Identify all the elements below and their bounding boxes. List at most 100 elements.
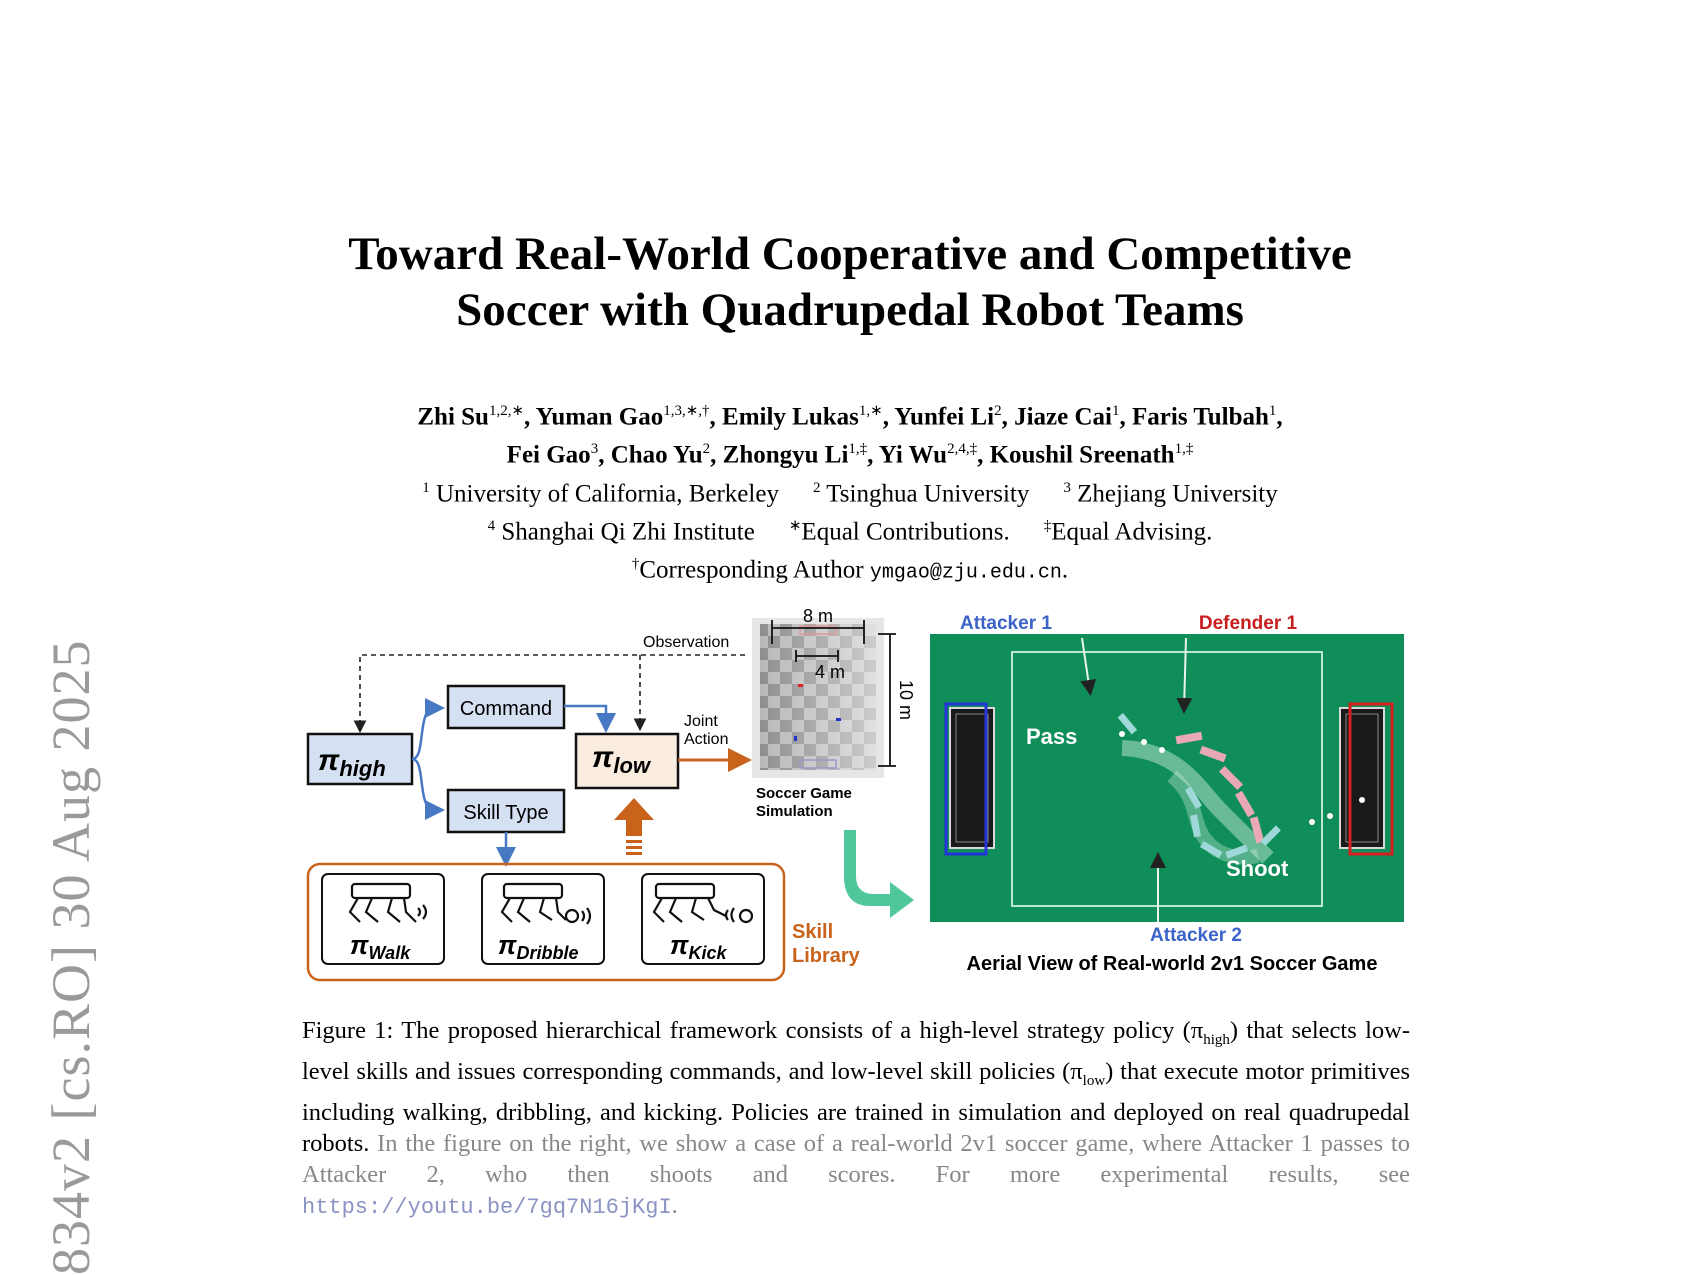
caption-pi-low: π: [1070, 1057, 1083, 1085]
kick-pi: π: [670, 930, 689, 960]
affiliation-mark: ‡: [1043, 517, 1052, 534]
affiliation-line-2: 4 Shanghai Qi Zhi Institute ∗Equal Contri…: [250, 510, 1450, 548]
author-separator: ,: [1001, 403, 1015, 431]
aerial-field: Attacker 1 Defender 1 Pass Shoot Attacke…: [930, 613, 1404, 975]
caption-text-faded: In the figure on the right, we show a ca…: [302, 1129, 1410, 1188]
simulation-field: 8 m 4 m 10 m Soccer Game Simulation: [752, 606, 916, 820]
arxiv-identifier: 834v2 [cs.RO] 30 Aug 2025: [41, 639, 101, 1275]
author-separator: ,: [710, 441, 723, 469]
caption-text-3: ) that execute motor primitives includin…: [302, 1057, 1411, 1157]
affiliation-text: University of California, Berkeley: [429, 479, 779, 507]
caption-text-1: The proposed hierarchical framework cons…: [393, 1017, 1191, 1044]
attacker2-label: Attacker 2: [1150, 925, 1242, 946]
attacker2-callout: Attacker 2: [1150, 852, 1242, 946]
skill-to-policy-arrow: [614, 798, 654, 855]
corresponding-mark: †: [631, 556, 640, 573]
dim-4m-label: 4 m: [815, 662, 845, 682]
shoot-label: Shoot: [1226, 856, 1289, 881]
affiliation-text: Shanghai Qi Zhi Institute: [495, 518, 755, 546]
dribble-pi: π: [498, 930, 517, 960]
affiliation-mark: 3: [1063, 479, 1071, 496]
pi-high-box: πhigh: [306, 732, 414, 786]
dim-10m-label: 10 m: [896, 680, 916, 720]
figure-1: Observation πhigh Command Skill Type πlo…: [306, 606, 1404, 982]
svg-text:πlow: πlow: [592, 741, 652, 778]
author-separator: ,: [867, 441, 879, 469]
robot-dribble-icon: [500, 882, 592, 925]
skill-type-box: Skill Type: [446, 788, 566, 834]
skill-library-label-2: Library: [792, 945, 861, 967]
author-name: Chao Yu: [610, 441, 703, 469]
affiliation-mark: ∗: [788, 517, 802, 534]
author-name: Yuman Gao: [535, 403, 664, 431]
defender1-callout: Defender 1: [1176, 613, 1298, 714]
author-line-1: Zhi Su1,2,∗, Yuman Gao1,3,∗,†, Emily Luk…: [250, 395, 1450, 433]
ball-trail: [1119, 731, 1365, 825]
walk-subscript: Walk: [369, 943, 412, 963]
svg-text:πDribble: πDribble: [498, 930, 579, 963]
walk-pi: π: [350, 930, 369, 960]
pass-label: Pass: [1026, 724, 1077, 749]
author-affiliation-marks: 1,‡: [1174, 441, 1194, 458]
defender-robot-trail: [1175, 731, 1265, 844]
title-line-2: Soccer with Quadrupedal Robot Teams: [456, 284, 1244, 336]
caption-low-subscript: low: [1082, 1072, 1106, 1089]
author-separator: ,: [524, 403, 536, 431]
defender1-label: Defender 1: [1199, 613, 1298, 634]
author-separator: ,: [882, 403, 895, 431]
author-affiliation-marks: 1,3,∗,†: [663, 403, 710, 419]
author-affiliation-marks: 1: [1268, 403, 1277, 419]
corresponding-period: .: [1061, 556, 1069, 584]
dribble-skill-card: πDribble: [481, 873, 605, 965]
walk-skill-card: πWalk: [321, 873, 445, 965]
author-block: Zhi Su1,2,∗, Yuman Gao1,3,∗,†, Emily Luk…: [250, 395, 1450, 590]
skill-library: Skill Library πWalk πDribble: [306, 862, 861, 982]
svg-text:πWalk: πWalk: [350, 930, 411, 963]
pi-low-subscript: low: [613, 753, 652, 778]
command-label: Command: [460, 698, 552, 720]
caption-pi-high: π: [1190, 1017, 1204, 1044]
author-name: Faris Tulbah: [1132, 403, 1269, 431]
joint-action-label-1: Joint: [684, 713, 718, 730]
simulation-label-2: Simulation: [756, 803, 833, 820]
affiliation-text: Equal Contributions.: [801, 518, 1010, 546]
pi-high-symbol: π: [318, 744, 340, 777]
dim-8m-label: 8 m: [803, 606, 833, 626]
observation-feedback: Observation: [353, 634, 745, 734]
figure-caption: Figure 1: The proposed hierarchical fram…: [302, 1015, 1410, 1223]
pi-low-symbol: π: [592, 741, 614, 774]
author-line-2: Fei Gao3, Chao Yu2, Zhongyu Li1,‡, Yi Wu…: [250, 433, 1450, 471]
author-affiliation-marks: 2: [702, 441, 711, 458]
dribble-subscript: Dribble: [517, 943, 579, 963]
skill-library-label-1: Skill: [792, 921, 833, 943]
author-name: Fei Gao: [506, 441, 591, 469]
attacker1-callout: Attacker 1: [960, 613, 1097, 696]
affiliation-mark: 2: [812, 479, 821, 496]
svg-text:πKick: πKick: [670, 930, 728, 963]
author-name: Emily Lukas: [722, 403, 859, 431]
author-name: Yi Wu: [878, 441, 948, 469]
attacker-robot-trail: [1117, 713, 1281, 859]
affiliation-mark: 4: [487, 517, 496, 534]
kick-skill-card: πKick: [641, 873, 765, 965]
corresponding-email[interactable]: ymgao@zju.edu.cn: [869, 561, 1062, 585]
attacker1-label: Attacker 1: [960, 613, 1052, 634]
affiliation-text: Equal Advising.: [1051, 518, 1213, 546]
command-box: Command: [446, 684, 566, 730]
affiliation-text: Zhejiang University: [1070, 479, 1278, 507]
pi-high-subscript: high: [339, 756, 385, 781]
author-separator: ,: [709, 403, 723, 431]
simulation-label-1: Soccer Game: [756, 785, 852, 802]
video-link[interactable]: https://youtu.be/7gq7N16jKgI: [302, 1194, 672, 1220]
author-affiliation-marks: 1,‡: [848, 441, 868, 458]
svg-text:πhigh: πhigh: [318, 744, 386, 781]
corresponding-label: Corresponding Author: [639, 556, 870, 584]
author-name: Zhi Su: [417, 403, 489, 431]
pi-low-box: πlow: [574, 732, 680, 790]
sim-to-real-arrow: [844, 830, 914, 918]
author-separator: ,: [1276, 403, 1283, 431]
author-name: Koushil Sreenath: [989, 441, 1175, 469]
robot-kick-icon: [652, 882, 754, 924]
author-name: Zhongyu Li: [722, 441, 849, 469]
